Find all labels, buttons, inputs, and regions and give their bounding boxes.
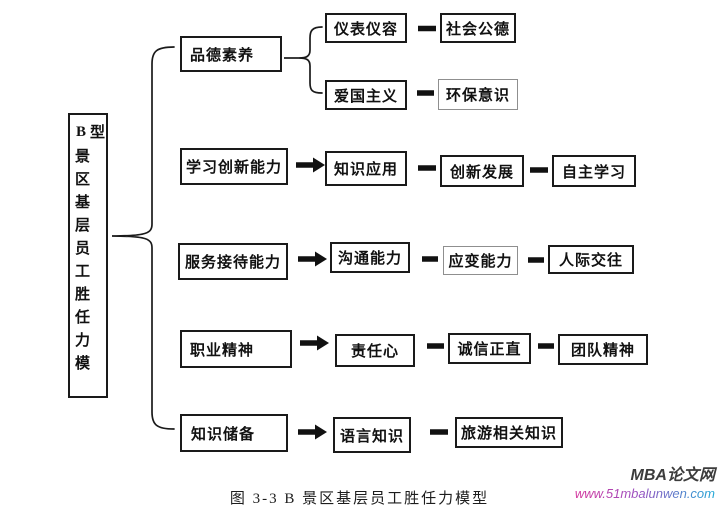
item-box-tourism-knowledge: 旅游相关知识	[455, 417, 563, 448]
item-box-self-learning: 自主学习	[552, 155, 636, 187]
item-box-social-ethics: 社会公德	[440, 13, 516, 43]
category-box-knowledge-reserve: 知识储备	[180, 414, 288, 452]
category-box-service-reception: 服务接待能力	[178, 243, 288, 280]
arrow-right-icon	[300, 335, 329, 351]
item-box-integrity: 诚信正直	[448, 333, 531, 364]
item-box-environmental-awareness: 环保意识	[438, 79, 518, 110]
item-box-patriotism: 爱国主义	[325, 80, 407, 110]
item-box-responsibility: 责任心	[335, 334, 415, 367]
item-box-language-knowledge: 语言知识	[333, 417, 411, 453]
category-box-professionalism: 职业精神	[180, 330, 292, 368]
category-box-moral-quality: 品德素养	[180, 36, 282, 72]
root-model-label: B景区基层员工胜任力模型	[73, 124, 104, 378]
item-box-adaptability: 应变能力	[443, 246, 518, 275]
watermark-site-name: MBA论文网	[630, 467, 715, 484]
item-box-innovative-development: 创新发展	[440, 155, 524, 187]
main-brace	[111, 46, 175, 430]
item-box-interpersonal: 人际交往	[548, 245, 634, 274]
branch1-brace	[298, 26, 323, 94]
item-box-knowledge-application: 知识应用	[325, 151, 407, 186]
root-model-box: B景区基层员工胜任力模型	[68, 113, 108, 398]
category-box-learning-innovation: 学习创新能力	[180, 148, 288, 185]
item-box-team-spirit: 团队精神	[558, 334, 648, 365]
figure-caption: 图 3-3 B 景区基层员工胜任力模型	[229, 491, 490, 507]
arrow-right-icon	[296, 157, 325, 173]
watermark: MBA论文网 www.51mbalunwen.com	[575, 466, 715, 502]
arrow-right-icon	[298, 251, 327, 267]
item-box-appearance: 仪表仪容	[325, 13, 407, 43]
watermark-site-url: www.51mbalunwen.com	[574, 486, 715, 501]
arrow-right-icon	[298, 424, 327, 440]
item-box-communication: 沟通能力	[330, 242, 410, 273]
